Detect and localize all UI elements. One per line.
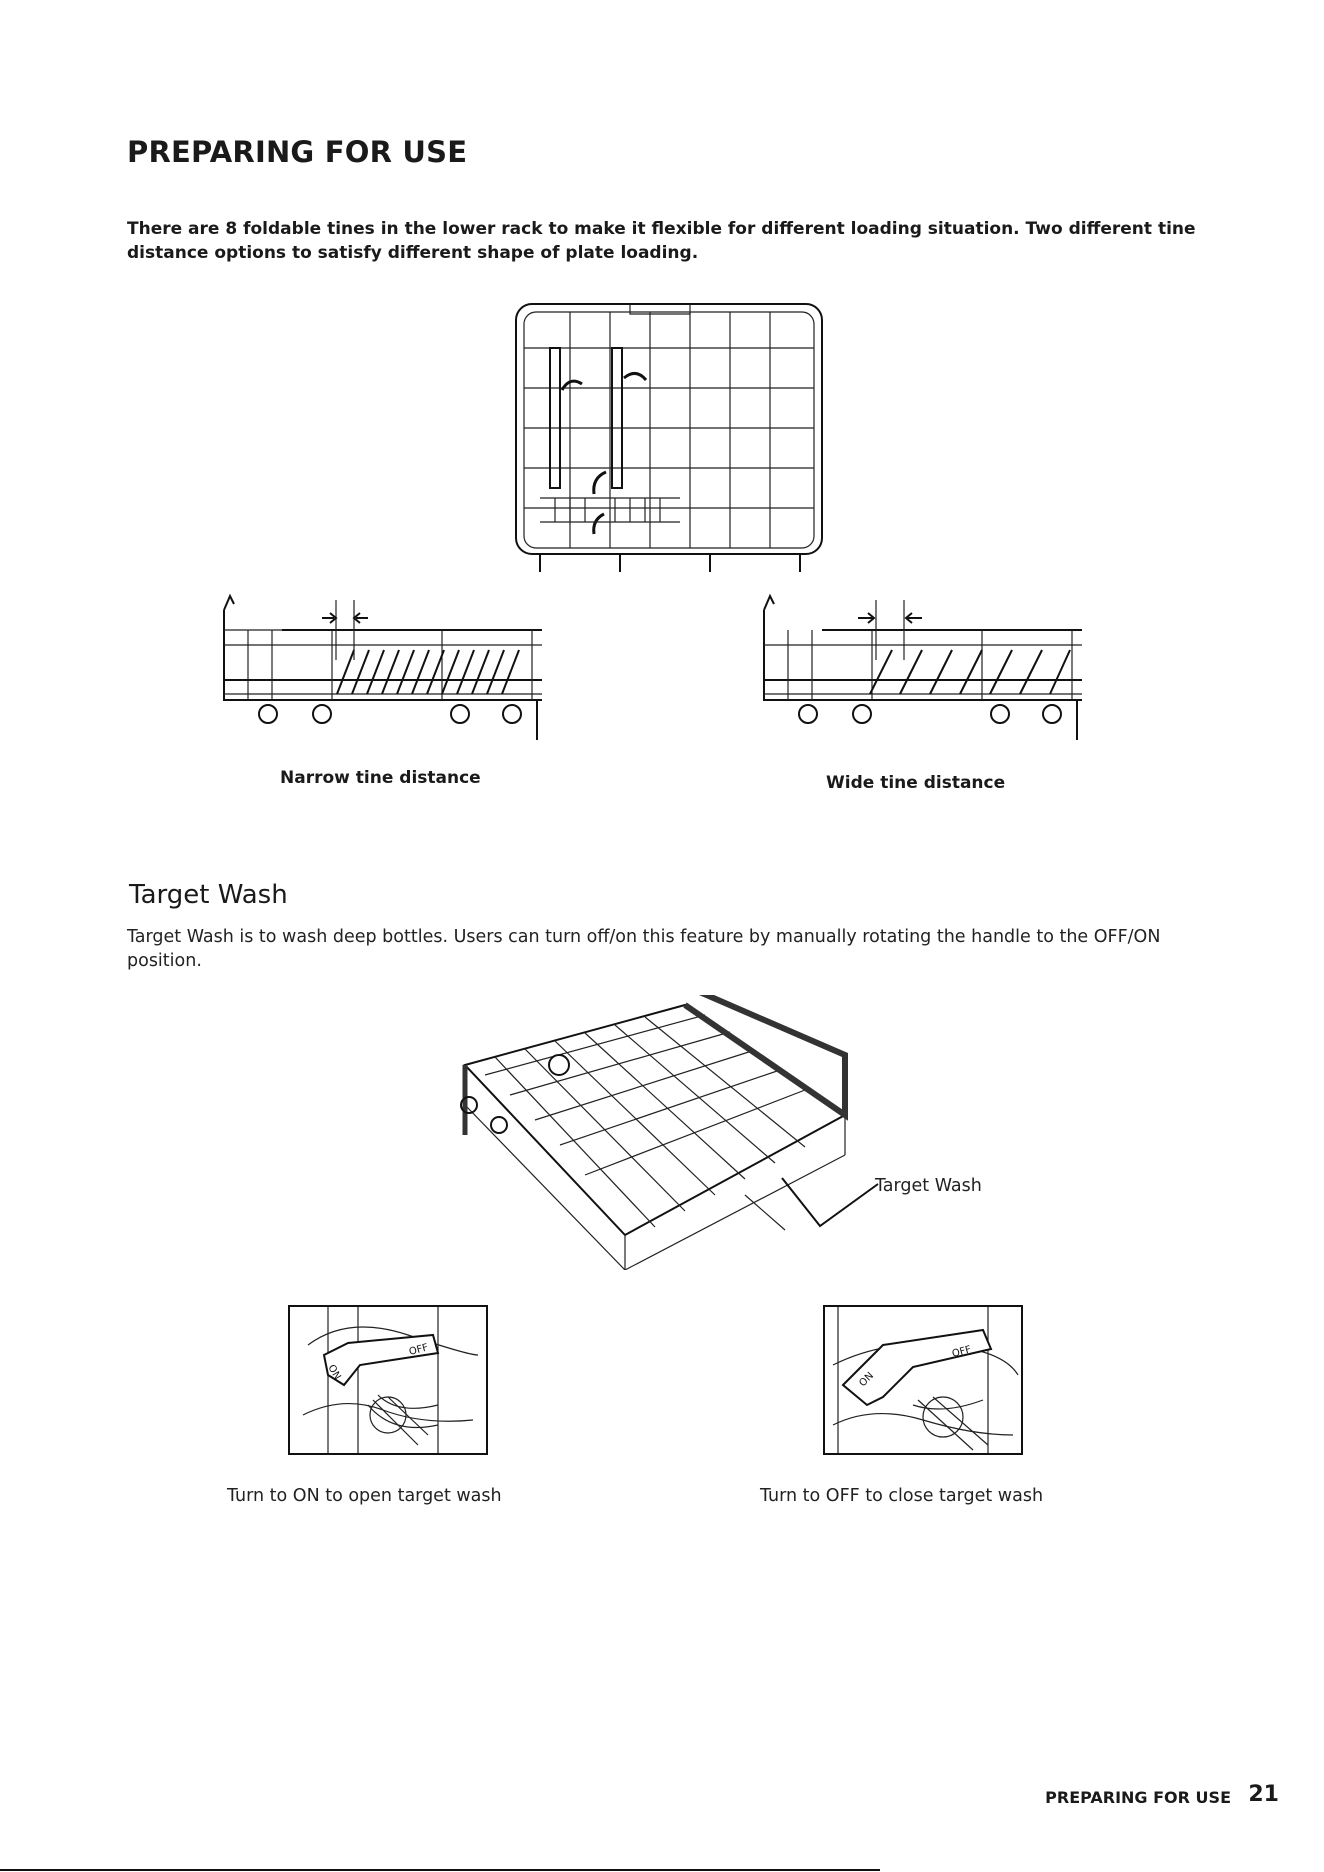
intro-paragraph: There are 8 foldable tines in the lower … bbox=[127, 219, 1196, 263]
narrow-tine-caption: Narrow tine distance bbox=[280, 768, 481, 788]
switch-off-text: OFF bbox=[951, 1344, 973, 1360]
lower-rack-top-view-illustration bbox=[515, 303, 823, 572]
target-wash-heading: Target Wash bbox=[129, 880, 288, 910]
wide-tine-rack-illustration bbox=[763, 593, 1082, 740]
bottom-rule bbox=[0, 1869, 880, 1871]
upper-rack-perspective-illustration bbox=[460, 995, 848, 1270]
target-wash-callout-line bbox=[781, 1177, 879, 1228]
wide-tine-caption: Wide tine distance bbox=[826, 773, 1006, 793]
footer-section-label: PREPARING FOR USE bbox=[1045, 1788, 1231, 1807]
switch-off-text: OFF bbox=[408, 1342, 430, 1358]
target-wash-off-detail-illustration: ON OFF bbox=[823, 1305, 1023, 1455]
page-number: 21 bbox=[1248, 1782, 1279, 1807]
page-title: PREPARING FOR USE bbox=[127, 135, 468, 169]
target-wash-on-detail-illustration: ON OFF bbox=[288, 1305, 488, 1455]
target-wash-description: Target Wash is to wash deep bottles. Use… bbox=[127, 927, 1161, 971]
off-caption: Turn to OFF to close target wash bbox=[760, 1486, 1044, 1506]
target-wash-callout-label: Target Wash bbox=[875, 1176, 982, 1196]
narrow-tine-rack-illustration bbox=[223, 593, 542, 740]
on-caption: Turn to ON to open target wash bbox=[227, 1486, 502, 1506]
